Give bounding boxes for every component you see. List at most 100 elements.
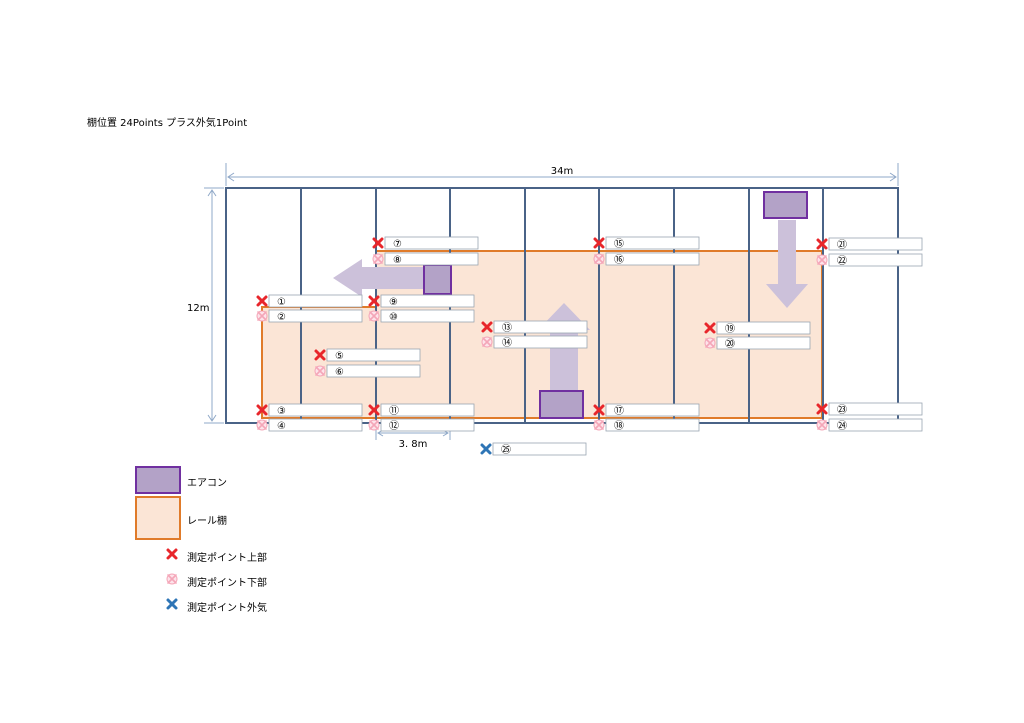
point-label: ⑤ xyxy=(335,351,344,362)
point-label: ⑳ xyxy=(725,338,735,350)
legend-upper-label: 測定ポイント上部 xyxy=(187,553,267,564)
measurement-marker-lower xyxy=(368,310,380,322)
height-dimension xyxy=(204,187,224,424)
measurement-marker-upper xyxy=(256,404,268,416)
point-label: ⑥ xyxy=(335,367,344,378)
point-label-box xyxy=(493,335,588,349)
point-label-box xyxy=(268,403,363,417)
measurement-marker-lower xyxy=(256,419,268,431)
measurement-marker-lower xyxy=(314,365,326,377)
measurement-marker-lower xyxy=(481,336,493,348)
legend-aircon-label: エアコン xyxy=(187,478,227,489)
legend-upper-icon xyxy=(166,548,178,560)
measurement-marker-lower xyxy=(372,253,384,265)
point-label-box xyxy=(605,252,700,266)
point-label: ⑬ xyxy=(502,322,512,334)
point-label-box xyxy=(380,403,475,417)
point-label: ⑱ xyxy=(614,420,624,432)
legend-lower-icon xyxy=(166,573,178,585)
point-label: ⑨ xyxy=(389,297,398,308)
point-label: ⑲ xyxy=(725,323,735,335)
measurement-marker-upper xyxy=(314,349,326,361)
measurement-marker-upper xyxy=(372,237,384,249)
point-label-box xyxy=(380,309,475,323)
measurement-marker-upper xyxy=(593,237,605,249)
measurement-marker-upper xyxy=(256,295,268,307)
aircon-unit-2 xyxy=(539,390,584,419)
height-dimension-label: 12m xyxy=(187,303,209,314)
legend-aircon-swatch xyxy=(135,466,181,494)
legend-rail-swatch xyxy=(135,496,181,540)
measurement-marker-lower xyxy=(256,310,268,322)
bay-dimension-label: 3. 8m xyxy=(399,439,428,450)
point-label: ⑮ xyxy=(614,238,624,250)
airflow-arrow-left xyxy=(333,259,428,297)
width-dimension-label: 34m xyxy=(551,166,573,177)
measurement-marker-lower xyxy=(704,337,716,349)
width-dimension xyxy=(225,163,899,186)
point-label-box xyxy=(605,236,700,250)
point-label-box xyxy=(828,418,923,432)
point-label: ⑫ xyxy=(389,420,399,432)
point-label: ⑪ xyxy=(389,405,399,417)
point-label-box xyxy=(828,237,923,251)
rail-shelf-area-left xyxy=(261,306,377,419)
point-label: ㉒ xyxy=(837,255,847,267)
point-label: ㉕ xyxy=(501,444,511,456)
point-label: ⑧ xyxy=(393,255,402,266)
measurement-marker-upper xyxy=(816,238,828,250)
point-label-box xyxy=(492,442,587,456)
point-label-box xyxy=(326,364,421,378)
legend-outside-icon xyxy=(166,598,178,610)
point-label: ⑭ xyxy=(502,337,512,349)
measurement-marker-upper xyxy=(704,322,716,334)
measurement-marker-lower xyxy=(593,253,605,265)
measurement-marker-lower xyxy=(816,419,828,431)
legend-rail-label: レール棚 xyxy=(187,516,227,527)
point-label: ② xyxy=(277,312,286,323)
point-label-box xyxy=(605,403,700,417)
point-label: ㉓ xyxy=(837,404,847,416)
point-label-box xyxy=(268,418,363,432)
point-label-box xyxy=(493,320,588,334)
point-label-box xyxy=(380,294,475,308)
point-label-box xyxy=(716,321,811,335)
point-label: ⑰ xyxy=(614,405,624,417)
measurement-marker-lower xyxy=(593,419,605,431)
greenhouse-outline xyxy=(225,187,899,424)
point-label: ⑯ xyxy=(614,254,624,266)
measurement-marker-upper xyxy=(816,403,828,415)
point-label-box xyxy=(716,336,811,350)
measurement-marker-upper xyxy=(593,404,605,416)
page-title: 棚位置 24Points プラス外気1Point xyxy=(87,118,248,129)
point-label: ① xyxy=(277,297,286,308)
point-label-box xyxy=(384,236,479,250)
point-label-box xyxy=(380,418,475,432)
measurement-marker-upper xyxy=(368,404,380,416)
point-label-box xyxy=(828,253,923,267)
legend-lower-label: 測定ポイント下部 xyxy=(187,578,267,589)
point-label: ⑩ xyxy=(389,312,398,323)
point-label-box xyxy=(605,418,700,432)
measurement-marker-upper xyxy=(481,321,493,333)
point-label: ③ xyxy=(277,406,286,417)
measurement-marker-outside xyxy=(480,443,492,455)
point-label: ㉔ xyxy=(837,420,847,432)
measurement-marker-lower xyxy=(816,254,828,266)
legend-outside-label: 測定ポイント外気 xyxy=(187,603,267,614)
point-label: ⑦ xyxy=(393,239,402,250)
point-label-box xyxy=(326,348,421,362)
airflow-arrow-down xyxy=(766,220,808,308)
point-label: ㉑ xyxy=(837,239,847,251)
aircon-unit-3 xyxy=(763,191,808,219)
measurement-marker-upper xyxy=(368,295,380,307)
point-label: ④ xyxy=(277,421,286,432)
aircon-unit-1 xyxy=(423,264,452,295)
point-label-box xyxy=(268,309,363,323)
point-label-box xyxy=(268,294,363,308)
measurement-marker-lower xyxy=(368,419,380,431)
point-label-box xyxy=(828,402,923,416)
point-label-box xyxy=(384,252,479,266)
